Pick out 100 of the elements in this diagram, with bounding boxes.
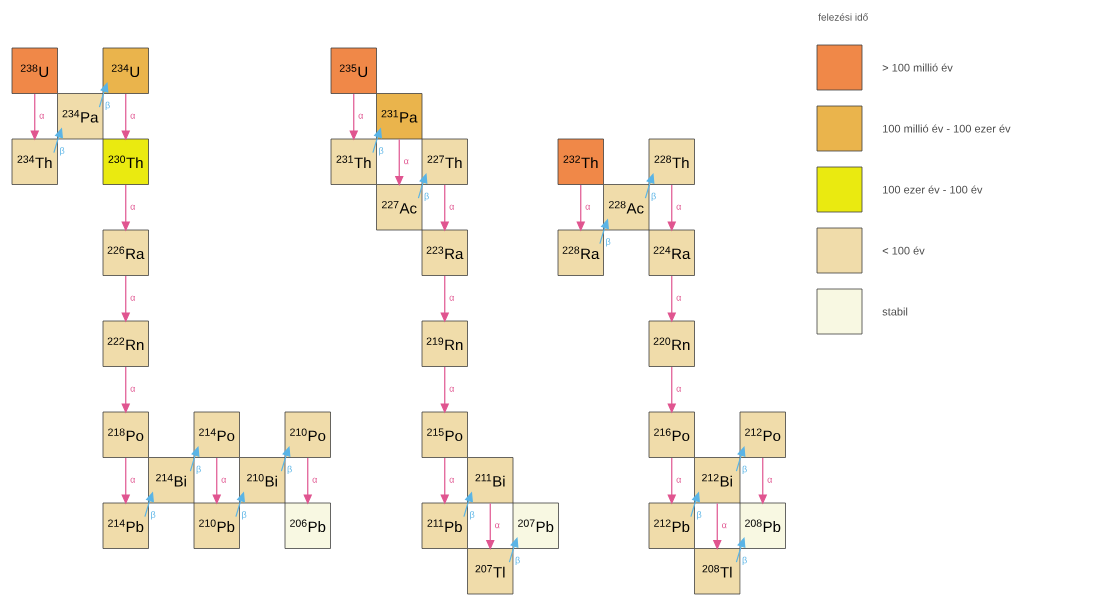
- nuclide-box: $^{226}$Ra: [102, 229, 149, 276]
- nuclide-box: $^{220}$Rn: [648, 320, 695, 367]
- arrow: [121, 93, 131, 140]
- legend-label: < 100 év: [882, 246, 925, 255]
- edge-label: β: [60, 147, 65, 156]
- arrow: [349, 93, 359, 140]
- edge-label: β: [651, 192, 656, 202]
- arrow: [303, 457, 313, 504]
- edge-label: α: [722, 523, 727, 529]
- edge-label: β: [697, 511, 702, 520]
- nuclide-box: $^{211}$Pb: [421, 502, 468, 549]
- legend-title: felezési idő: [818, 13, 868, 21]
- edge-label: β: [470, 511, 475, 520]
- arrow: [53, 128, 63, 154]
- nuclide-box: $^{234}$U: [102, 47, 149, 94]
- nuclide-box: $^{211}$Bi: [467, 457, 514, 504]
- arrow: [576, 184, 586, 231]
- edge-label: α: [449, 204, 455, 210]
- edge-label: β: [606, 238, 611, 247]
- arrow: [440, 457, 450, 504]
- nuclide-box: $^{210}$Pb: [193, 502, 240, 549]
- arrow: [735, 446, 746, 472]
- edge-label: β: [742, 465, 747, 475]
- nuclide-box: $^{230}$Th: [102, 138, 149, 185]
- nuclide-box: $^{210}$Po: [284, 411, 331, 458]
- arrow: [372, 128, 382, 154]
- nuclide-box: $^{210}$Bi: [239, 457, 286, 504]
- nuclide-box: $^{238}$U: [11, 47, 58, 94]
- edge-label: β: [151, 511, 156, 520]
- nuclide-box: $^{228}$Ac: [603, 184, 650, 231]
- arrow: [508, 537, 519, 563]
- edge-label: α: [676, 386, 682, 392]
- edge-label: α: [449, 295, 455, 301]
- nuclide-box: $^{214}$Pb: [102, 502, 149, 549]
- edge-label: β: [242, 511, 247, 520]
- nuclide-box: $^{228}$Th: [648, 138, 695, 185]
- arrow: [440, 275, 450, 322]
- edge-label: β: [287, 465, 292, 475]
- arrow: [667, 366, 677, 413]
- arrow: [599, 219, 609, 245]
- arrow: [667, 457, 677, 504]
- edge-label: α: [130, 204, 136, 210]
- nuclide-box: $^{212}$Bi: [694, 457, 741, 504]
- edge-label: α: [495, 523, 500, 529]
- nuclide-box: $^{208}$Pb: [739, 502, 786, 549]
- arrow: [690, 492, 700, 518]
- edge-label: β: [742, 556, 747, 566]
- legend-label: > 100 millió év: [882, 63, 953, 72]
- arrow: [417, 173, 428, 199]
- nuclide-box: $^{222}$Rn: [102, 320, 149, 367]
- arrow: [30, 93, 40, 140]
- edge-label: α: [130, 386, 136, 392]
- nuclide-box: $^{232}$Th: [557, 138, 604, 185]
- nuclide-box: $^{212}$Pb: [648, 502, 695, 549]
- nuclide-box: $^{206}$Pb: [284, 502, 331, 549]
- arrow: [463, 492, 473, 518]
- arrow: [713, 502, 722, 550]
- nuclide-box: $^{234}$Th: [11, 138, 58, 185]
- legend-label: stabil: [882, 307, 908, 316]
- edge-label: α: [676, 477, 682, 483]
- arrow: [440, 184, 450, 231]
- edge-label: β: [515, 556, 520, 566]
- nuclide-box: $^{227}$Th: [421, 138, 468, 185]
- edge-label: β: [379, 147, 384, 156]
- nuclide-box: $^{231}$Th: [330, 138, 377, 185]
- nuclide-box: $^{235}$U: [330, 47, 377, 94]
- nuclide-box: $^{215}$Po: [421, 411, 468, 458]
- edge-label: α: [767, 477, 773, 483]
- arrow: [486, 502, 495, 550]
- nuclide-box: $^{218}$Po: [102, 411, 149, 458]
- arrow: [758, 457, 768, 504]
- nuclide-box: $^{214}$Bi: [148, 457, 195, 504]
- nuclide-box: $^{207}$Pb: [512, 502, 559, 549]
- edge-label: α: [312, 477, 318, 483]
- arrow: [644, 173, 655, 199]
- edge-label: α: [221, 477, 227, 483]
- edge-label: α: [358, 113, 364, 119]
- arrow: [121, 275, 131, 322]
- arrow: [667, 184, 677, 231]
- nuclide-box: $^{214}$Po: [193, 411, 240, 458]
- nuclide-box: $^{231}$Pa: [376, 93, 423, 140]
- arrow: [440, 366, 450, 413]
- nuclide-box: $^{223}$Ra: [421, 229, 468, 276]
- nuclide-box: $^{219}$Rn: [421, 320, 468, 367]
- edge-label: α: [39, 113, 45, 119]
- edge-label: β: [196, 465, 201, 475]
- edge-label: α: [130, 477, 136, 483]
- edge-label: α: [130, 295, 136, 301]
- arrow: [667, 275, 677, 322]
- legend-label: 100 ezer év - 100 év: [883, 185, 983, 194]
- arrow: [121, 184, 131, 231]
- nuclide-box: $^{234}$Pa: [57, 93, 104, 140]
- edge-label: α: [449, 386, 455, 392]
- arrow: [395, 138, 404, 186]
- edge-label: α: [676, 204, 682, 210]
- arrow: [280, 446, 291, 472]
- nuclide-box: $^{224}$Ra: [648, 229, 695, 276]
- arrow: [189, 446, 200, 472]
- arrow: [121, 366, 131, 413]
- arrow: [735, 537, 746, 563]
